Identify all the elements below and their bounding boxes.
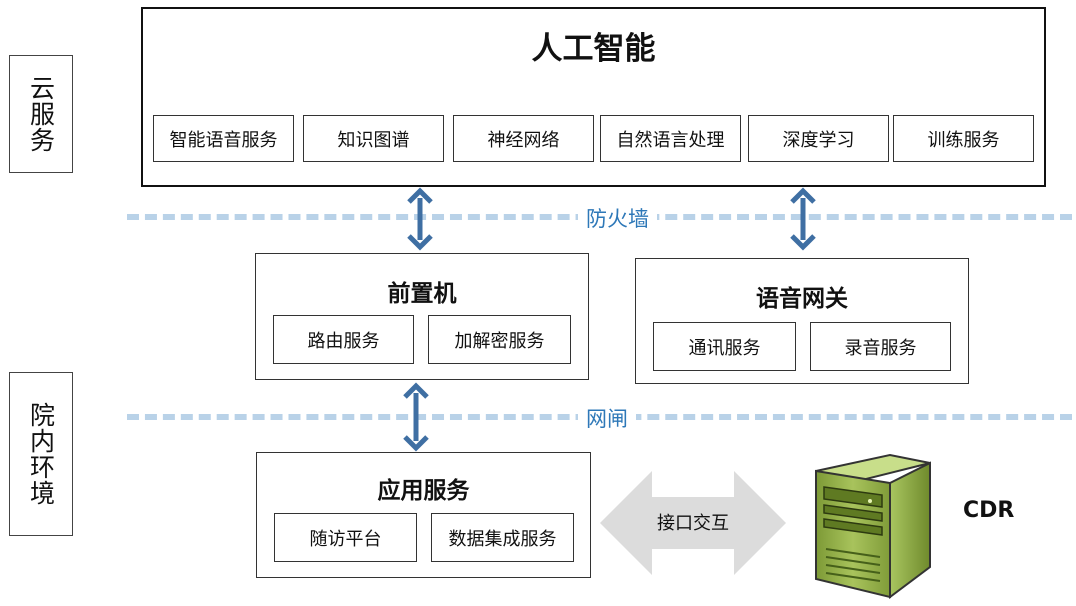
cdr-label: CDR <box>963 498 1015 523</box>
followup-platform: 随访平台 <box>274 513 417 562</box>
server-icon <box>815 453 931 599</box>
ai-service-neural-network: 神经网络 <box>453 115 594 162</box>
data-integration-service: 数据集成服务 <box>431 513 574 562</box>
cloud-zone-label: 云服务 <box>9 55 73 173</box>
voice-gateway-panel: 语音网关 通讯服务 录音服务 <box>635 258 969 384</box>
application-panel: 应用服务 随访平台 数据集成服务 <box>256 452 591 578</box>
gap-label: 网闸 <box>578 403 636 433</box>
arrow-front-app <box>403 382 429 452</box>
application-title: 应用服务 <box>377 478 470 504</box>
ai-service-training: 训练服务 <box>893 115 1034 162</box>
recording-service: 录音服务 <box>810 322 951 371</box>
hospital-zone-label: 院内环境 <box>9 372 73 536</box>
interface-label: 接口交互 <box>657 513 729 534</box>
arrow-ai-gateway <box>790 187 816 251</box>
ai-service-voice: 智能语音服务 <box>153 115 294 162</box>
ai-service-deep-learning: 深度学习 <box>748 115 889 162</box>
voice-gateway-title: 语音网关 <box>756 286 848 312</box>
cloud-zone-text: 云服务 <box>26 75 56 153</box>
front-machine-panel: 前置机 路由服务 加解密服务 <box>255 253 589 380</box>
hospital-zone-text: 院内环境 <box>26 402 56 506</box>
front-machine-title: 前置机 <box>387 281 457 307</box>
ai-panel-title: 人工智能 <box>531 31 656 67</box>
ai-service-knowledge-graph: 知识图谱 <box>303 115 444 162</box>
interface-arrow <box>600 471 786 575</box>
ai-panel: 人工智能 智能语音服务 知识图谱 神经网络 自然语言处理 深度学习 训练服务 <box>141 7 1046 187</box>
firewall-label: 防火墙 <box>578 203 657 233</box>
routing-service: 路由服务 <box>273 315 414 364</box>
ai-service-nlp: 自然语言处理 <box>600 115 741 162</box>
arrow-ai-front <box>407 187 433 251</box>
encryption-service: 加解密服务 <box>428 315 571 364</box>
communication-service: 通讯服务 <box>653 322 796 371</box>
